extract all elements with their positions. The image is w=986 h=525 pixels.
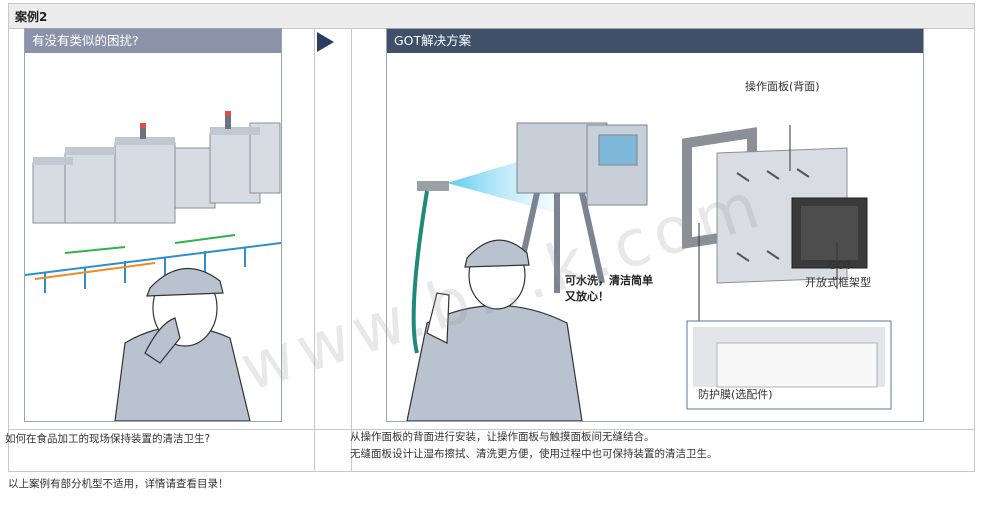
label-protective-film: 防护膜(选配件) [698,388,773,401]
case-header: 案例2 [9,4,974,29]
footnote: 以上案例有部分机型不适用，详情请查看目录！ [8,478,229,490]
signal-tower-icon [225,111,231,129]
label-washable: 可水洗，清洁简单 [565,274,653,287]
solution-caption: 从操作面板的背面进行安装，让操作面板与触摸面板间无缝结合。 无缝面板设计让湿布擦… [350,429,718,463]
solution-panel-title: GOT解决方案 [387,29,923,53]
problem-caption: 如何在食品加工的现场保持装置的清洁卫生? [5,433,211,445]
label-open-frame: 开放式框架型 [805,276,871,289]
solution-panel: GOT解决方案 [386,28,924,422]
column-divider [351,28,352,471]
caption-row-divider [9,429,974,430]
problem-panel: 有没有类似的困扰? [24,28,282,422]
spray-gun-icon [417,181,449,191]
solution-caption-line-1: 从操作面板的背面进行安装，让操作面板与触摸面板间无缝结合。 [350,431,655,443]
case-title: 案例2 [15,10,48,24]
label-peace-of-mind: 又放心！ [565,290,609,303]
solution-illustration [406,122,892,421]
signal-tower-icon [140,123,146,139]
solution-caption-line-2: 无缝面板设计让湿布擦拭、清洗更方便，使用过程中也可保持装置的清洁卫生。 [350,448,718,460]
solution-arrow-icon [317,32,334,52]
label-got: GOT [828,259,852,272]
factory-worker-illustration [25,111,281,421]
column-divider [314,28,315,471]
label-back-panel: 操作面板(背面) [745,80,820,93]
problem-panel-title: 有没有类似的困扰? [25,29,281,53]
